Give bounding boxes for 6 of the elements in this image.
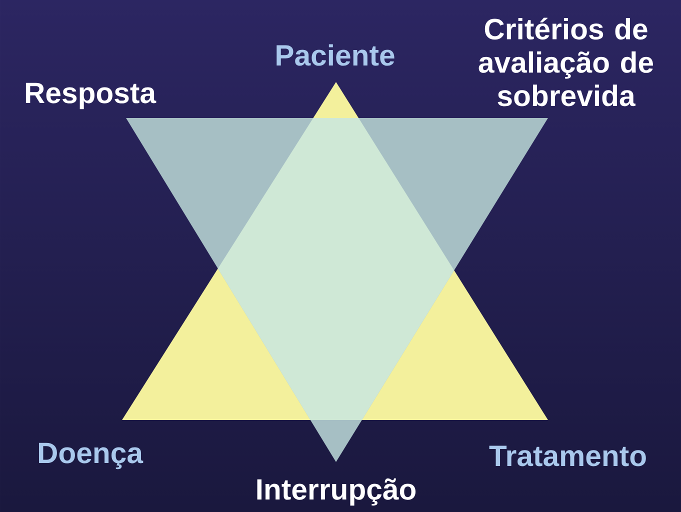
vertex-label: Doença <box>39 442 144 470</box>
vertex-label: Tratamento <box>489 446 646 466</box>
vertex-label: Paciente <box>276 44 394 66</box>
vertex-label: Resposta <box>26 82 156 110</box>
vertex-label: Critérios de avaliação de sobrevida <box>478 18 654 106</box>
vertex-label: Interrupção <box>257 478 416 506</box>
